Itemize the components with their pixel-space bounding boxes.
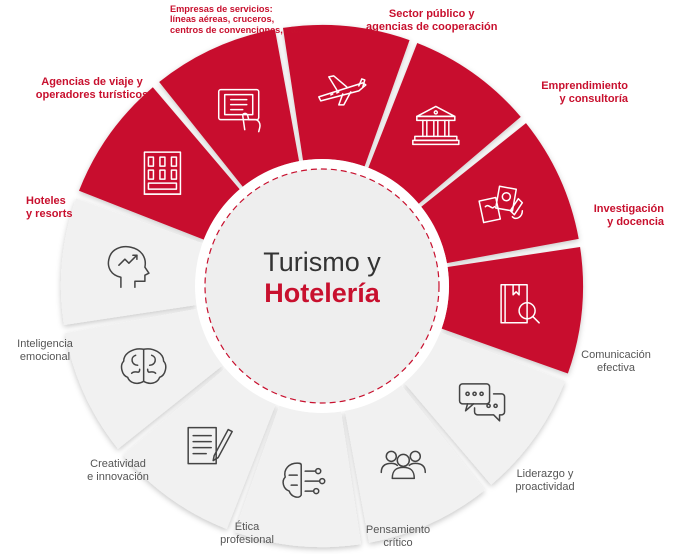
center-dashed-circle [204,168,440,404]
segment-investigacion [441,246,584,374]
government-building-icon [412,105,460,146]
hotel-building-icon [143,151,182,195]
center-title-line1: Turismo y [263,247,381,277]
label-investigacion: Investigación y docencia [593,203,664,229]
segment-agencias [159,29,300,187]
label-creatividad: Creatividad e innovación [87,458,149,484]
label-liderazgo: Liderazgo y proactividad [515,468,575,494]
document-pen-icon [187,426,233,465]
brain-circuit-icon [282,462,326,498]
brain-icon [120,348,167,385]
segment-servicios [282,24,410,167]
segment-etica [123,368,276,530]
ideas-documents-icon [478,185,524,224]
label-pensamiento: Pensamiento crítico [365,524,431,550]
label-sector-publico: Sector público y agencias de cooperación [366,8,498,34]
label-agencias: Agencias de viaje y operadores turístico… [35,76,149,102]
airplane-icon [318,75,367,106]
segment-inteligencia [60,198,203,326]
center-title-line2: Hotelería [264,278,380,309]
team-people-icon [380,450,427,480]
segment-comunicacion [404,332,566,485]
head-mind-icon [107,245,150,288]
label-comunicacion: Comunicación efectiva [581,349,651,375]
label-inteligencia: Inteligencia emocional [17,338,73,364]
center-title: Turismo y Hotelería [212,247,432,309]
segment-pensamiento [234,405,362,548]
label-emprendimiento: Emprendimiento y consultoría [541,80,628,106]
book-magnifier-icon [500,284,540,324]
tablet-touch-icon [217,88,261,133]
label-servicios: Empresas de servicios: líneas aéreas, cr… [170,4,302,35]
segment-emprendimiento [421,123,579,264]
chat-bubbles-icon [458,383,506,422]
label-hoteles: Hoteles y resorts [26,195,73,221]
label-etica: Ética profesional [220,521,274,547]
